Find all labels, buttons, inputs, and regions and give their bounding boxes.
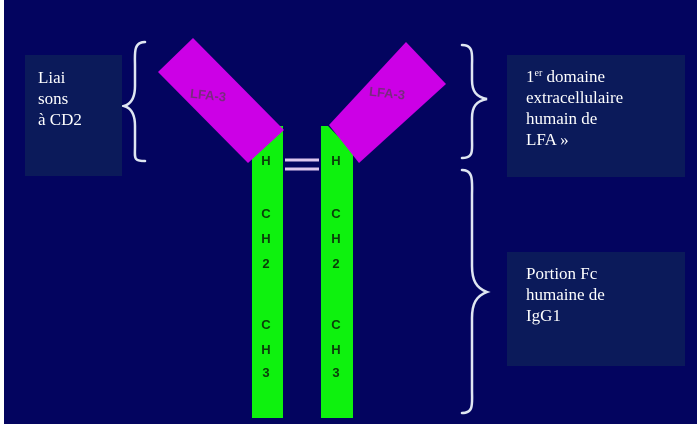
right-chain-h: H: [331, 153, 340, 168]
left-ch2-c: C: [261, 206, 271, 221]
lfa-domain-line-1: 1er domaine: [526, 66, 623, 87]
left-fc-chain: [252, 126, 283, 418]
right-ch2-h: H: [331, 231, 340, 246]
lfa-domain-line-1-rest: domaine: [542, 67, 606, 86]
ligand-binding-line-3: à CD2: [38, 110, 82, 129]
left-curly-bracket: [119, 40, 147, 163]
bottom-right-curly-bracket: [460, 168, 491, 415]
lfa-domain-label-box: 1er domaine extracellulaire humain de LF…: [507, 55, 685, 177]
lfa-domain-line-2: extracellulaire: [526, 88, 624, 107]
right-ch3-h: H: [331, 342, 340, 357]
ligand-binding-line-2: sons: [38, 89, 69, 108]
left-ch2-h: H: [261, 231, 270, 246]
left-chain-labels: H C H 2 C H 3: [261, 153, 271, 380]
left-ch3-3: 3: [262, 365, 269, 380]
top-right-curly-bracket: [460, 43, 488, 160]
left-chain-h: H: [261, 153, 270, 168]
ordinal-suffix: er: [534, 68, 543, 79]
right-ch3-3: 3: [332, 365, 339, 380]
lfa-domain-line-4: LFA »: [526, 130, 569, 149]
right-lfa3-label: LFA-3: [368, 84, 405, 103]
ordinal-number: 1: [526, 67, 535, 86]
left-lfa3-label: LFA-3: [189, 86, 226, 105]
left-ch2-2: 2: [262, 256, 269, 271]
ligand-binding-label-box: Liai sons à CD2: [25, 55, 122, 176]
right-lfa3-domain: [329, 42, 446, 163]
fc-portion-line-3: IgG1: [526, 306, 561, 325]
lfa-domain-line-3: humain de: [526, 109, 598, 128]
right-chain-labels: H C H 2 C H 3: [331, 153, 341, 380]
fc-portion-line-2: humaine de: [526, 285, 605, 304]
left-lfa3-domain: [158, 38, 284, 163]
right-ch3-c: C: [331, 317, 341, 332]
fc-portion-line-1: Portion Fc: [526, 264, 598, 283]
right-ch2-2: 2: [332, 256, 339, 271]
fc-portion-label-box: Portion Fc humaine de IgG1: [507, 252, 685, 366]
right-fc-chain: [321, 126, 353, 418]
left-ch3-h: H: [261, 342, 270, 357]
left-ch3-c: C: [261, 317, 271, 332]
right-ch2-c: C: [331, 206, 341, 221]
ligand-binding-line-1: Liai: [38, 68, 66, 87]
